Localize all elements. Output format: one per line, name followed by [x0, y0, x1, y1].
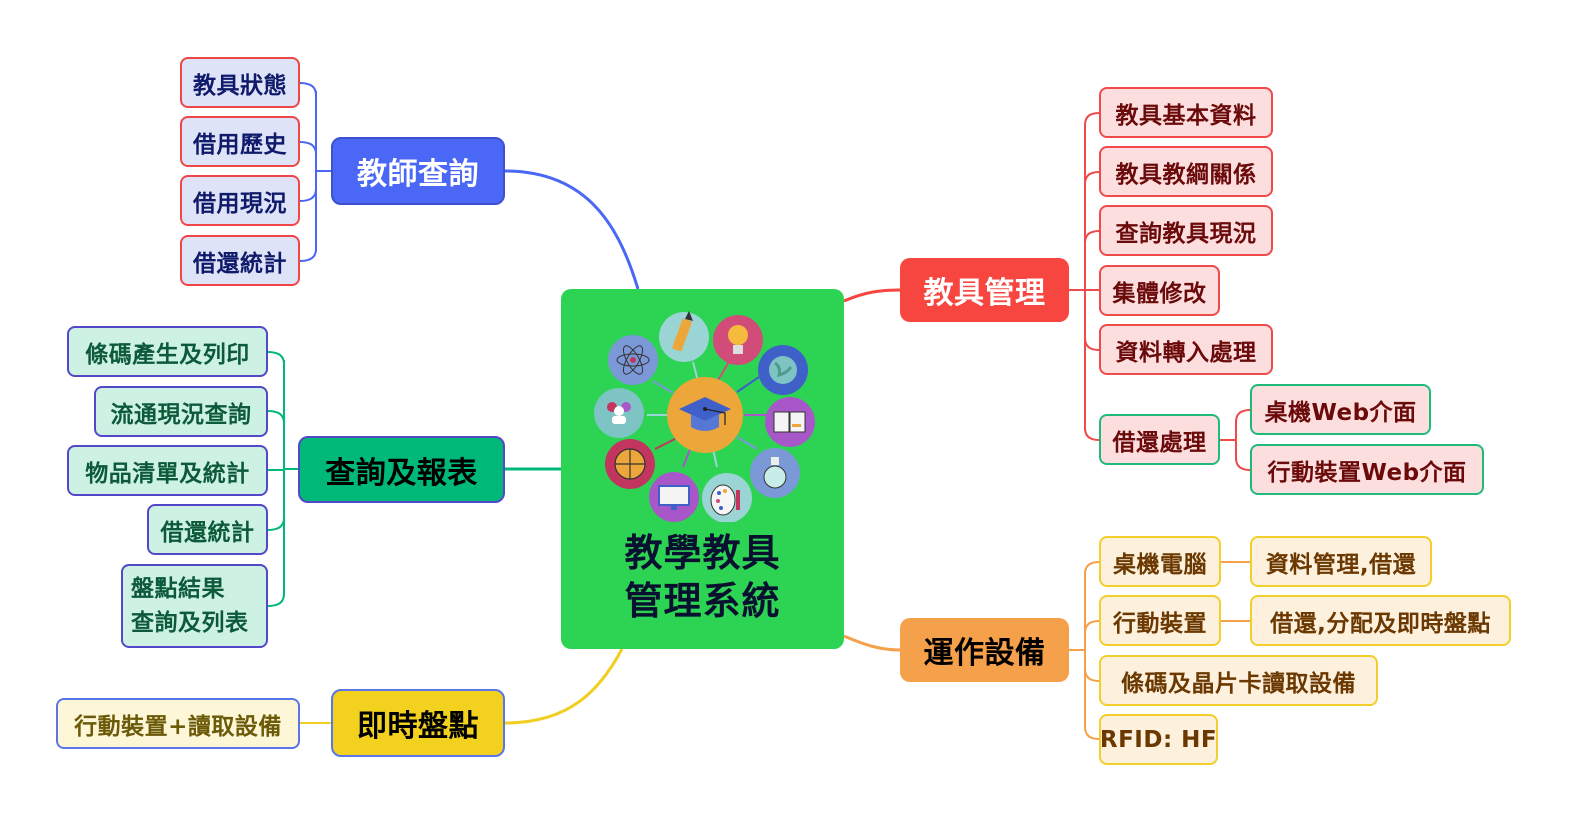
- central-topic[interactable]: 教學教具 管理系統: [561, 289, 844, 649]
- leaf-label: 借還,分配及即時盤點: [1270, 610, 1491, 637]
- branch-label: 教具管理: [923, 276, 1046, 311]
- leaf-data-import[interactable]: 資料轉入處理: [1099, 324, 1273, 375]
- leaf-label: 借還統計: [160, 519, 255, 546]
- branch-equipment-mgmt[interactable]: 教具管理: [900, 258, 1069, 322]
- leaf-label: 行動裝置+讀取設備: [74, 713, 282, 740]
- link-devices: [843, 634, 901, 652]
- central-title-line1: 教學教具: [624, 531, 781, 575]
- leaf-borrow-return[interactable]: 借還處理: [1099, 414, 1220, 465]
- branch-devices[interactable]: 運作設備: [900, 618, 1069, 682]
- leaf-label: 行動裝置Web介面: [1267, 459, 1467, 486]
- leaf-label: 桌機電腦: [1113, 551, 1207, 578]
- leaf-borrow-stats-report[interactable]: 借還統計: [147, 504, 268, 555]
- leaf-label: 資料管理,借還: [1265, 551, 1417, 578]
- leaf-item-list-stats[interactable]: 物品清單及統計: [67, 445, 268, 496]
- query-report-tree: [267, 351, 298, 607]
- leaf-borrow-current[interactable]: 借用現況: [180, 175, 300, 226]
- leaf-label-line2: 查詢及列表: [131, 610, 249, 636]
- leaf-inventory-results[interactable]: 盤點結果 查詢及列表: [121, 564, 268, 648]
- branch-label: 教師查詢: [357, 157, 479, 192]
- leaf-status-query[interactable]: 查詢教具現況: [1099, 205, 1273, 256]
- branch-realtime-inventory[interactable]: 即時盤點: [331, 689, 505, 757]
- leaf-borrow-stats[interactable]: 借還統計: [180, 235, 300, 286]
- leaf-label: 教具教綱關係: [1115, 161, 1257, 188]
- leaf-mobile-reader[interactable]: 行動裝置+讀取設備: [56, 698, 300, 749]
- equipment-mgmt-tree: [1069, 112, 1251, 471]
- computer-monitor-icon: [649, 472, 699, 522]
- leaf-desktop-web[interactable]: 桌機Web介面: [1250, 384, 1431, 435]
- leaf-label: 條碼及晶片卡讀取設備: [1121, 670, 1356, 697]
- leaf-label: 教具狀態: [193, 72, 287, 99]
- open-book-icon: [765, 397, 815, 447]
- leaf-label: 借還處理: [1112, 429, 1207, 456]
- leaf-label: 教具基本資料: [1115, 102, 1257, 129]
- basketball-icon: [605, 439, 655, 489]
- leaf-label: 借還統計: [193, 250, 287, 277]
- leaf-basic-info[interactable]: 教具基本資料: [1099, 87, 1273, 138]
- leaf-label: 行動裝置: [1113, 610, 1207, 637]
- central-title-line2: 管理系統: [624, 579, 781, 623]
- leaf-borrow-history[interactable]: 借用歷史: [180, 116, 300, 167]
- branch-label: 查詢及報表: [325, 455, 478, 491]
- link-equipment-mgmt: [843, 288, 901, 303]
- branch-label: 運作設備: [923, 636, 1046, 671]
- central-title: 教學教具 管理系統: [561, 529, 844, 625]
- leaf-label: 資料轉入處理: [1115, 339, 1257, 366]
- leaf-label: 查詢教具現況: [1115, 220, 1257, 247]
- leaf-mobile-web[interactable]: 行動裝置Web介面: [1250, 444, 1484, 495]
- branch-query-report[interactable]: 查詢及報表: [298, 436, 505, 503]
- leaf-rfid-hf[interactable]: RFID: HF: [1099, 714, 1218, 765]
- atom-icon: [608, 335, 658, 385]
- leaf-curriculum-relation[interactable]: 教具教綱關係: [1099, 146, 1273, 197]
- leaf-circulation-query[interactable]: 流通現況查詢: [94, 386, 268, 437]
- leaf-label: 流通現況查詢: [110, 401, 252, 428]
- leaf-label: 物品清單及統計: [85, 460, 250, 487]
- leaf-label-line1: 盤點結果: [131, 576, 225, 602]
- people-group-icon: [594, 388, 644, 438]
- leaf-barcode-reader[interactable]: 條碼及晶片卡讀取設備: [1099, 655, 1378, 706]
- leaf-label: 借用歷史: [193, 131, 287, 158]
- link-teacher-query: [504, 169, 640, 290]
- branch-label: 即時盤點: [357, 709, 479, 744]
- devices-tree: [1069, 561, 1250, 740]
- leaf-label: 桌機Web介面: [1264, 399, 1417, 426]
- leaf-label: RFID: HF: [1099, 726, 1218, 753]
- leaf-equipment-status[interactable]: 教具狀態: [180, 57, 300, 108]
- leaf-label: 借用現況: [193, 190, 287, 217]
- education-illustration: [594, 311, 815, 522]
- leaf-barcode-print[interactable]: 條碼產生及列印: [67, 326, 268, 377]
- flask-icon: [750, 448, 800, 498]
- leaf-batch-edit[interactable]: 集體修改: [1099, 265, 1220, 316]
- teacher-query-tree: [299, 82, 331, 262]
- graduation-cap-icon: [667, 377, 743, 453]
- leaf-mobile-device[interactable]: 行動裝置: [1099, 595, 1221, 646]
- paint-palette-icon: [702, 473, 752, 522]
- globe-icon: [758, 345, 808, 395]
- leaf-desktop-detail[interactable]: 資料管理,借還: [1250, 536, 1432, 587]
- branch-teacher-query[interactable]: 教師查詢: [331, 137, 505, 205]
- pencil-icon: [659, 311, 709, 362]
- leaf-label: 條碼產生及列印: [85, 341, 250, 368]
- leaf-mobile-detail[interactable]: 借還,分配及即時盤點: [1250, 595, 1511, 646]
- leaf-desktop-pc[interactable]: 桌機電腦: [1099, 536, 1221, 587]
- leaf-label: 集體修改: [1112, 280, 1207, 307]
- lightbulb-icon: [713, 315, 763, 365]
- link-realtime-inventory: [504, 648, 624, 725]
